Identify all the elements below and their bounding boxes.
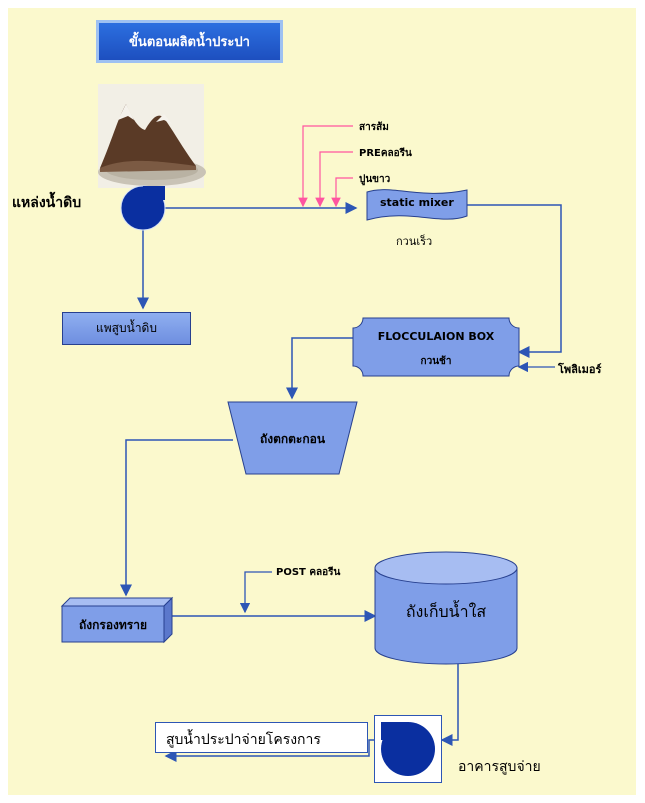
chem-prechlorine-label: PREคลอรีน: [359, 148, 412, 159]
chem-alum-label: สารส้ม: [359, 122, 389, 133]
clear-tank-label: ถังเก็บน้ำใส: [405, 602, 487, 621]
chem-lime-label: ปูนขาว: [359, 174, 391, 185]
flow-mixer-to-floc: [467, 204, 562, 358]
static-mixer-caption: กวนเร็ว: [396, 235, 433, 248]
flow-tank-to-pumphouse: [440, 664, 459, 746]
distribution-box: [155, 722, 368, 753]
diagram-title: ขั้นตอนผลิตน้ำประปา: [96, 20, 283, 63]
sediment-tank-label: ถังตกตะกอน: [259, 432, 326, 446]
chem-line-prechlorine: [315, 151, 353, 208]
raw-pump-box: แพสูบน้ำดิบ: [62, 312, 191, 345]
chem-line-alum: [298, 125, 353, 208]
pump-house-label: อาคารสูบจ่าย: [458, 759, 541, 775]
pump-house-frame: [374, 715, 442, 783]
sand-filter-label: ถังกรองทราย: [78, 618, 148, 632]
flow-floc-to-sediment: [286, 337, 353, 400]
source-label: แหล่งน้ำดิบ: [12, 195, 82, 211]
floc-box-title: FLOCCULAION BOX: [377, 330, 495, 343]
distribution-label: สูบน้ำประปาจ่ายโครงการ: [166, 732, 321, 748]
flow-pumphouse-to-distribution: [164, 739, 376, 762]
flow-post-chlorine: [239, 571, 272, 614]
floc-box-caption: กวนช้า: [420, 356, 452, 367]
post-chlorine-label: POST คลอรีน: [276, 567, 341, 578]
polymer-label: โพลิเมอร์: [558, 363, 602, 376]
static-mixer-label: static mixer: [380, 196, 454, 209]
flow-sediment-to-filter: [120, 439, 233, 597]
chem-line-lime: [331, 177, 353, 208]
